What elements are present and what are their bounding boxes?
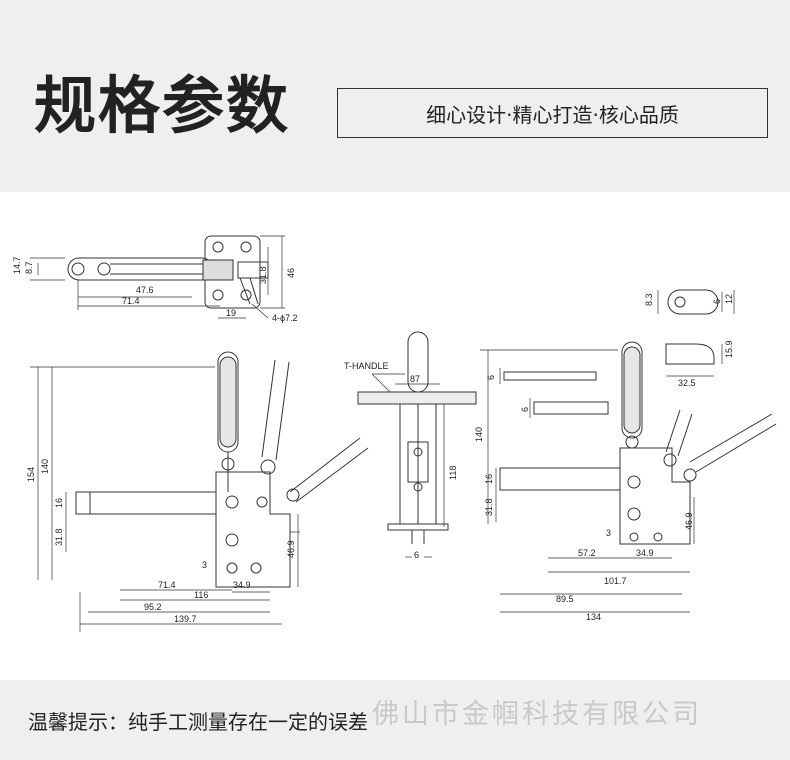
- dimension-labels: 14.7 8.7 47.6 71.4 31.8 46 19 4-ϕ7.2 154…: [12, 256, 734, 624]
- footer-bar: 温馨提示：纯手工测量存在一定的误差 佛山市金帼科技有限公司: [0, 680, 790, 760]
- dim-label: T-HANDLE: [344, 361, 389, 371]
- drawing-canvas: 14.7 8.7 47.6 71.4 31.8 46 19 4-ϕ7.2 154…: [12, 235, 777, 632]
- dim-label: 34.9: [233, 580, 251, 590]
- dim-label: 154: [26, 467, 36, 482]
- dim-label: 15.9: [724, 340, 734, 358]
- dim-label: 19: [226, 308, 236, 318]
- dim-label: 6: [486, 375, 496, 380]
- dim-label: 46.9: [684, 512, 694, 530]
- dim-label: 46.9: [286, 540, 296, 558]
- dim-label: 31.8: [54, 528, 64, 546]
- dim-label: 14.7: [12, 256, 22, 274]
- dim-label: 134: [586, 612, 601, 622]
- dim-label: 47.6: [136, 285, 154, 295]
- dim-label: 8.3: [644, 293, 654, 306]
- measurement-notice: 温馨提示：纯手工测量存在一定的误差: [28, 710, 368, 734]
- front-view-drawing: [357, 331, 477, 544]
- page-title: 规格参数: [34, 69, 291, 142]
- dim-label: 139.7: [174, 614, 197, 624]
- dim-label: 32.5: [678, 378, 696, 388]
- dim-label: 6: [414, 550, 419, 560]
- dim-label: 34.9: [636, 548, 654, 558]
- dim-label: 46: [286, 268, 296, 278]
- dim-label: 31.8: [484, 498, 494, 516]
- slogan-box: 细心设计·精心打造·核心品质: [337, 88, 768, 138]
- dim-label: 140: [474, 427, 484, 442]
- dim-label: 140: [40, 459, 50, 474]
- dim-label: 12: [724, 294, 734, 304]
- right-detail-parts: [503, 289, 719, 415]
- dim-label: 101.7: [604, 576, 627, 586]
- dim-label: 6: [520, 407, 530, 412]
- slogan-text: 细心设计·精心打造·核心品质: [426, 102, 679, 127]
- dim-label: 3: [606, 528, 611, 538]
- dim-label: 71.4: [122, 296, 140, 306]
- dim-label: 6: [712, 299, 722, 304]
- dim-label: 95.2: [144, 602, 162, 612]
- dim-label: 57.2: [578, 548, 596, 558]
- right-side-view-drawing: [499, 341, 777, 545]
- dim-label: 4-ϕ7.2: [272, 313, 298, 323]
- dim-label: 31.8: [258, 266, 268, 284]
- header-banner: 规格参数 细心设计·精心打造·核心品质: [0, 0, 790, 192]
- technical-drawing: 14.7 8.7 47.6 71.4 31.8 46 19 4-ϕ7.2 154…: [0, 192, 790, 680]
- side-view-drawing: [75, 351, 369, 588]
- dim-label: 89.5: [556, 594, 574, 604]
- company-watermark: 佛山市金帼科技有限公司: [372, 699, 702, 730]
- dim-label: 116: [194, 590, 208, 600]
- dim-label: 16: [54, 498, 64, 508]
- dim-label: 3: [202, 560, 207, 570]
- dim-label: 71.4: [158, 580, 176, 590]
- dim-label: 16: [484, 474, 494, 484]
- dim-label: 118: [448, 466, 458, 480]
- dim-label: 87: [410, 374, 420, 384]
- top-view-drawing: [67, 235, 269, 309]
- dim-label: 8.7: [24, 261, 34, 274]
